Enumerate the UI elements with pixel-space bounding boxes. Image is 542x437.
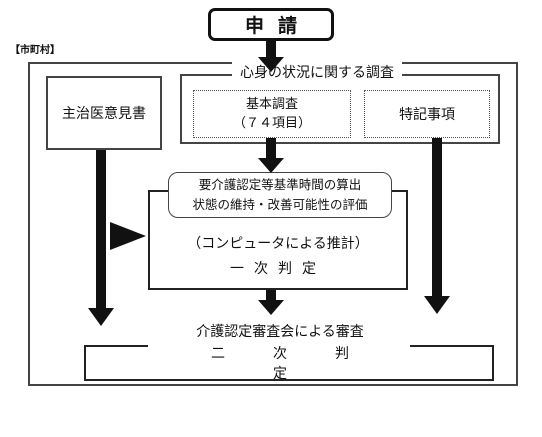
arrow-doctor-down-shaft [96, 150, 106, 310]
primary-judgment-criteria-box: 要介護認定等基準時間の算出 状態の維持・改善可能性の評価 [168, 172, 392, 218]
basic-survey-box: 基本調査 （７４項目） [193, 90, 351, 138]
municipality-label: 【市町村】 [10, 45, 60, 56]
doctor-opinion-label: 主治医意見書 [62, 106, 146, 122]
arrow-special-notes-down-shaft [432, 138, 442, 298]
criteria-line-2: 状態の維持・改善可能性の評価 [192, 197, 368, 212]
special-notes-label: 特記事項 [399, 107, 455, 123]
criteria-line-1: 要介護認定等基準時間の算出 [198, 177, 362, 192]
arrow-application-to-survey-head [258, 57, 284, 72]
primary-judgment-title: 一次判定 [230, 261, 326, 277]
arrow-application-to-survey-shaft [266, 41, 276, 59]
arrow-doctor-down-head [88, 308, 114, 326]
arrow-survey-to-primary-shaft [266, 138, 276, 160]
secondary-judgment-title: 二次判定 [211, 346, 397, 382]
arrow-special-notes-down-head [424, 296, 450, 314]
secondary-judgment-box [84, 345, 494, 381]
arrow-doctor-to-primary [110, 222, 146, 250]
arrow-primary-to-review-shaft [266, 290, 276, 302]
computer-estimate-label: （コンピュータによる推計） [187, 236, 369, 252]
review-board-title: 介護認定審査会による審査 [196, 324, 364, 340]
arrow-primary-to-review-head [258, 300, 284, 315]
arrow-survey-to-primary-head [258, 158, 284, 173]
secondary-judgment-top-right [410, 345, 494, 347]
doctor-opinion-box: 主治医意見書 [46, 76, 162, 150]
application-title: 申請 [244, 15, 311, 37]
special-notes-box: 特記事項 [364, 90, 490, 138]
application-box: 申請 [208, 8, 334, 41]
basic-survey-count: （７４項目） [232, 116, 311, 131]
basic-survey-label: 基本調査 [245, 97, 298, 112]
secondary-judgment-top-left [84, 345, 148, 347]
